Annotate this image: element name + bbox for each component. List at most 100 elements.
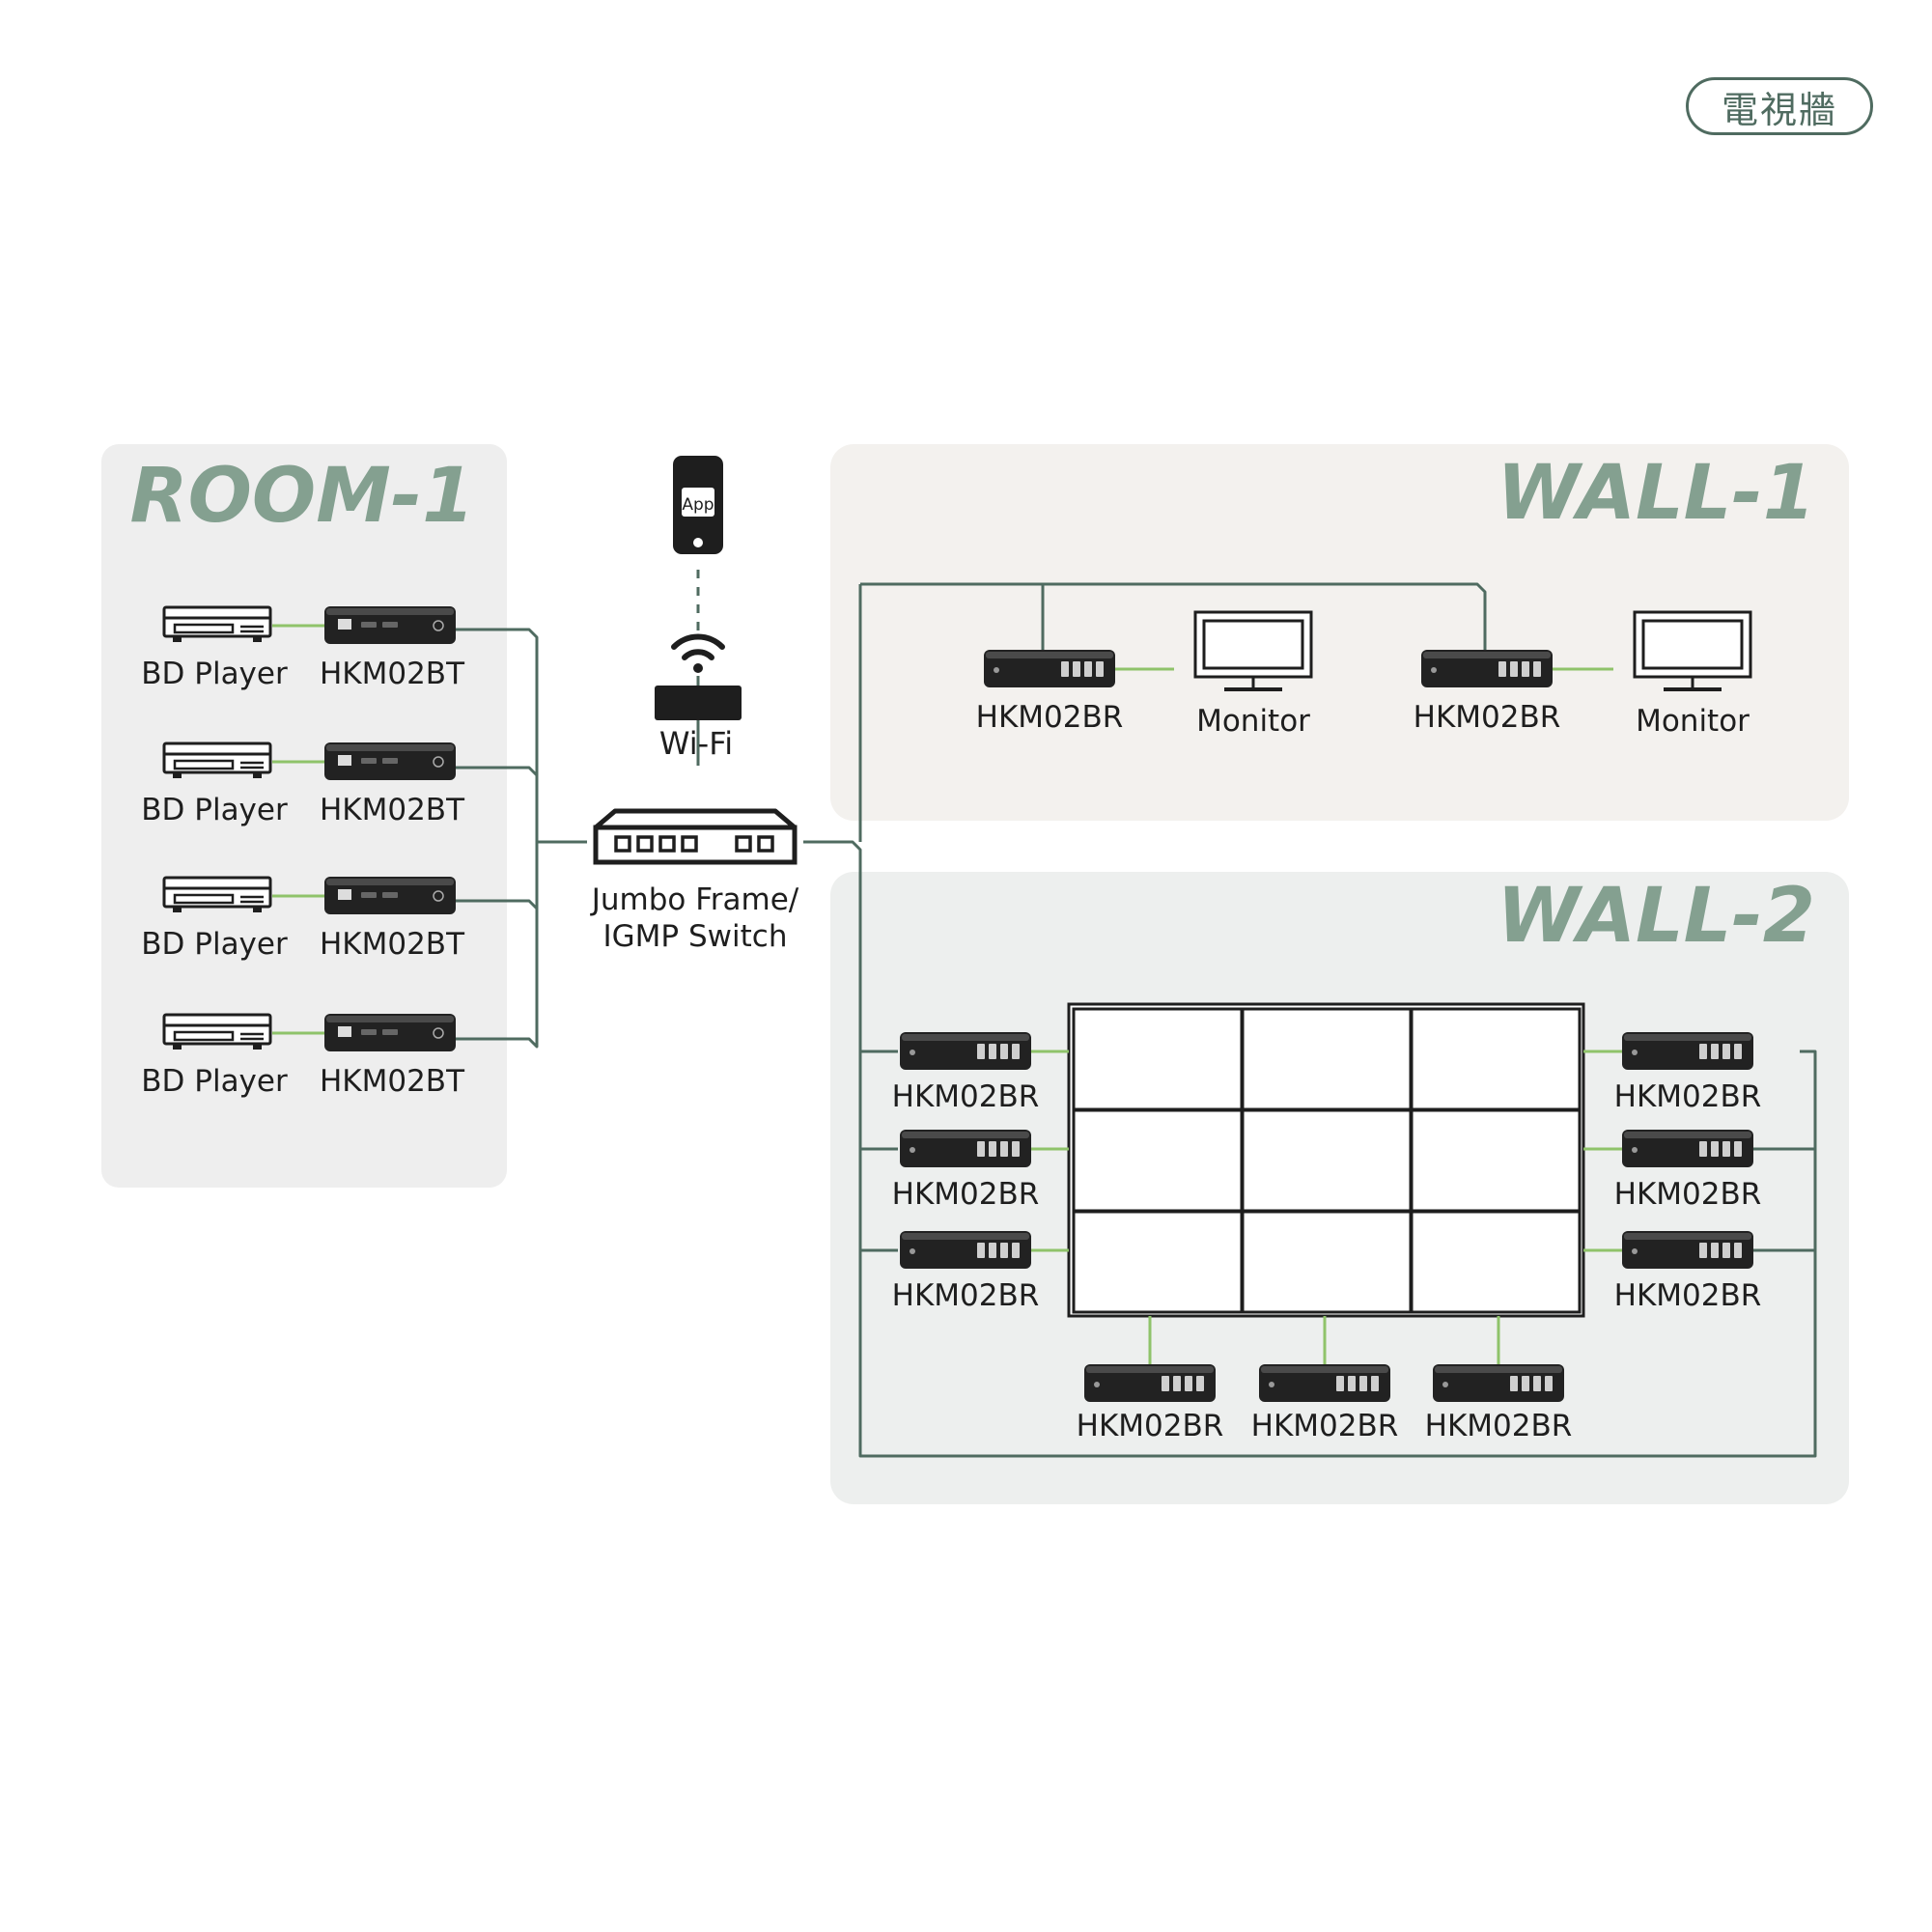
switch-port xyxy=(757,835,774,853)
bd-player-tray xyxy=(173,1030,235,1042)
hkm02bt-device xyxy=(324,742,456,780)
wall1-link-1 xyxy=(860,582,1045,653)
device-body xyxy=(1622,1032,1753,1070)
monitor-screen xyxy=(1202,619,1304,670)
wall2-title: WALL-2 xyxy=(1497,873,1815,960)
bd-player-label: BD Player xyxy=(141,793,288,827)
device-body xyxy=(900,1231,1031,1269)
bd-player-label: BD Player xyxy=(141,657,288,691)
room1-title: ROOM-1 xyxy=(130,453,475,540)
device-port xyxy=(1533,661,1541,677)
video-wall-screen xyxy=(1410,1007,1582,1111)
hkm02br-device xyxy=(984,650,1115,687)
hkm02br-label: HKM02BR xyxy=(892,1177,1040,1212)
device-port xyxy=(1734,1141,1742,1157)
hkm02br-label: HKM02BR xyxy=(976,700,1124,735)
device-led xyxy=(1632,1050,1638,1055)
wall1-title: WALL-1 xyxy=(1497,450,1815,537)
device-port xyxy=(338,755,351,766)
hkm02bt-label: HKM02BT xyxy=(320,657,465,691)
device-port xyxy=(1522,1376,1529,1391)
device-port xyxy=(1012,1044,1020,1059)
hkm02bt-device xyxy=(324,1014,456,1051)
device-led xyxy=(994,667,999,673)
device-port xyxy=(1012,1141,1020,1157)
bd-player-icon xyxy=(162,1013,272,1050)
wifi-arc xyxy=(671,633,725,650)
bd-player-label: BD Player xyxy=(141,927,288,962)
device-port xyxy=(1545,1376,1553,1391)
device-led xyxy=(1431,667,1437,673)
device-top xyxy=(1423,652,1551,658)
device-top xyxy=(1624,1132,1751,1138)
bd-player-foot xyxy=(253,1044,262,1050)
device-port xyxy=(1348,1376,1356,1391)
device-top xyxy=(326,608,454,615)
device-port xyxy=(989,1044,996,1059)
video-wall-screen xyxy=(1410,1210,1582,1314)
device-port xyxy=(1185,1376,1192,1391)
wall1-link-2 xyxy=(1043,582,1487,653)
hkm02br-label: HKM02BR xyxy=(1077,1409,1224,1443)
phone-home-button xyxy=(693,538,703,547)
hkm02br-device xyxy=(1622,1231,1753,1269)
device-port xyxy=(1533,1376,1541,1391)
device-port xyxy=(338,619,351,630)
bd-player-tray xyxy=(173,893,235,905)
bd-player-body xyxy=(162,742,272,774)
bd-player-tray xyxy=(173,623,235,634)
monitor-label: Monitor xyxy=(1636,704,1750,739)
device-body xyxy=(1084,1364,1216,1402)
bd-player-icon xyxy=(162,876,272,912)
device-top xyxy=(1624,1233,1751,1240)
hkm02br-label: HKM02BR xyxy=(892,1079,1040,1114)
switch-port xyxy=(658,835,676,853)
video-wall-screen xyxy=(1241,1007,1413,1111)
device-port xyxy=(361,1029,377,1035)
bd-player-icon xyxy=(162,742,272,778)
bd-player-icon xyxy=(162,605,272,642)
device-port xyxy=(989,1243,996,1258)
bd-player-foot xyxy=(173,636,182,642)
device-port xyxy=(382,1029,398,1035)
device-knob xyxy=(433,756,444,768)
switch-port xyxy=(735,835,752,853)
monitor-base xyxy=(1664,687,1722,691)
hkm02bt-device xyxy=(324,606,456,644)
device-knob xyxy=(433,1027,444,1039)
device-port xyxy=(977,1243,985,1258)
device-led xyxy=(1269,1382,1274,1387)
device-port xyxy=(1711,1044,1719,1059)
bd-player-foot xyxy=(173,772,182,778)
switch-port xyxy=(614,835,631,853)
hkm02br-device xyxy=(900,1231,1031,1269)
bd-player-label: BD Player xyxy=(141,1064,288,1099)
device-port xyxy=(1371,1376,1379,1391)
wall2-loop-cable xyxy=(803,840,1817,1458)
bd-player-foot xyxy=(253,636,262,642)
device-port xyxy=(1711,1141,1719,1157)
bd-player-foot xyxy=(173,1044,182,1050)
app-screen xyxy=(682,488,714,517)
device-port xyxy=(1699,1243,1707,1258)
video-wall-screen xyxy=(1241,1210,1413,1314)
device-port xyxy=(1722,1044,1730,1059)
device-port xyxy=(361,892,377,898)
device-top xyxy=(1435,1366,1562,1373)
device-top xyxy=(1624,1034,1751,1041)
wifi-label: Wi-Fi xyxy=(659,725,733,762)
device-port xyxy=(977,1044,985,1059)
device-body xyxy=(1421,650,1553,687)
device-port xyxy=(1061,661,1069,677)
device-port xyxy=(1699,1044,1707,1059)
switch-top xyxy=(594,808,797,829)
hkm02br-device xyxy=(1421,650,1553,687)
transmitter-cable xyxy=(456,840,587,1049)
device-port xyxy=(1522,661,1529,677)
hkm02bt-device xyxy=(324,877,456,914)
video-wall-screen xyxy=(1072,1007,1244,1111)
hkm02br-label: HKM02BR xyxy=(1614,1278,1762,1313)
hkm02br-label: HKM02BR xyxy=(1251,1409,1399,1443)
hkm02bt-label: HKM02BT xyxy=(320,1064,465,1099)
